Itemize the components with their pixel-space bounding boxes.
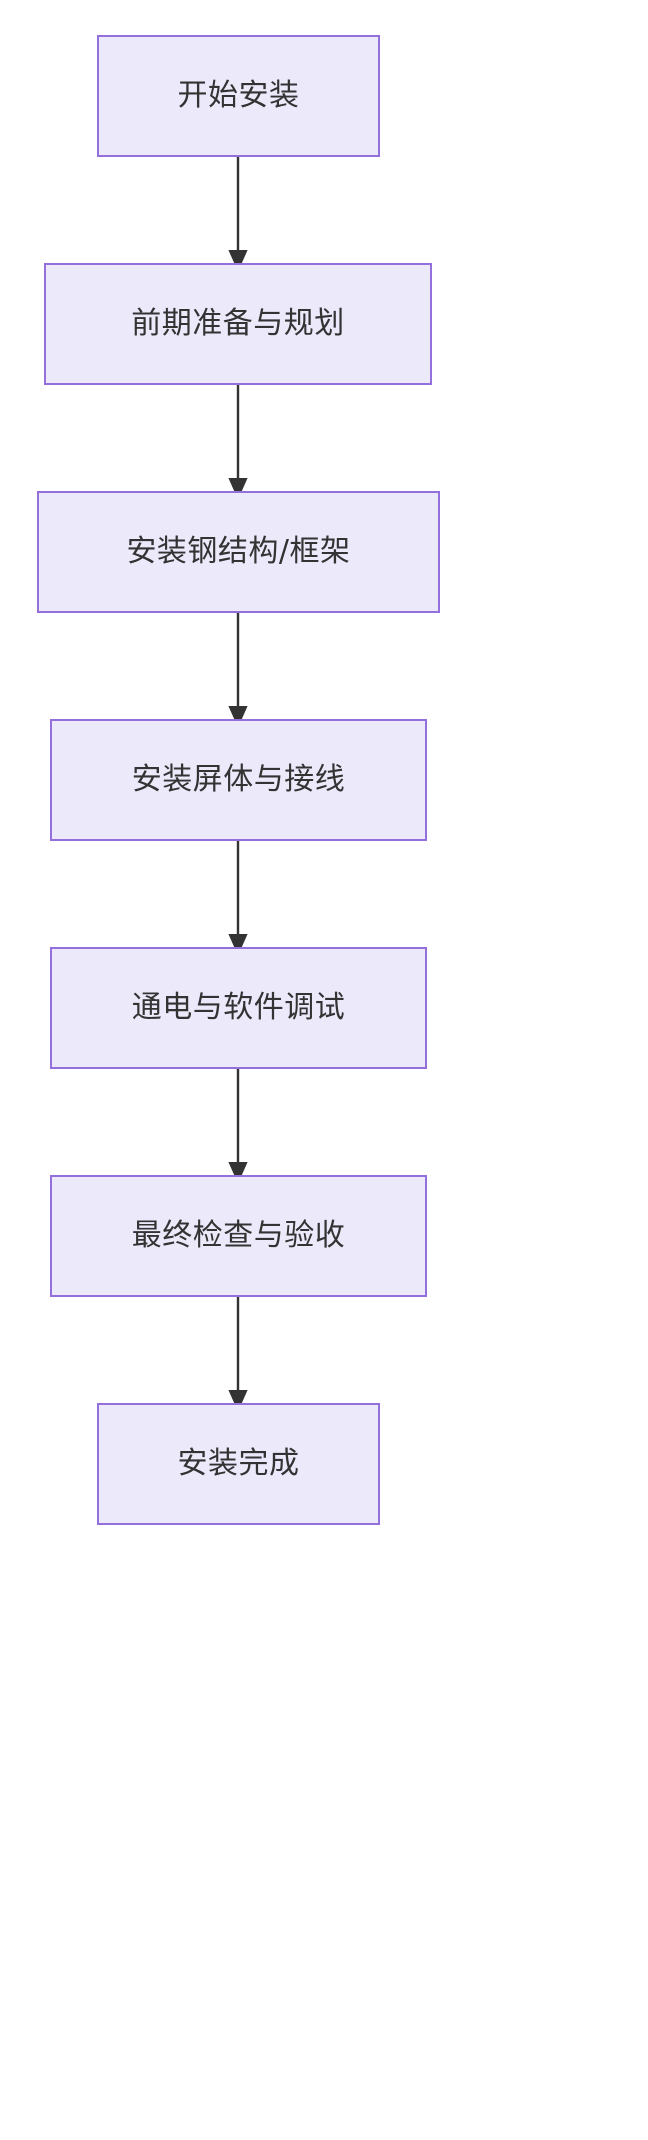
flow-node-check[interactable]: 最终检查与验收: [50, 1175, 427, 1297]
flow-node-label: 安装钢结构/框架: [126, 534, 351, 569]
flow-node-power[interactable]: 通电与软件调试: [50, 947, 427, 1069]
flow-node-start[interactable]: 开始安装: [97, 35, 380, 157]
flow-node-label: 安装完成: [177, 1446, 300, 1481]
flow-node-label: 开始安装: [177, 78, 300, 113]
flow-node-label: 最终检查与验收: [131, 1218, 346, 1253]
flow-node-steel[interactable]: 安装钢结构/框架: [37, 491, 440, 613]
flow-node-prep[interactable]: 前期准备与规划: [44, 263, 432, 385]
flow-node-panel[interactable]: 安装屏体与接线: [50, 719, 427, 841]
flow-node-label: 前期准备与规划: [131, 306, 345, 341]
flow-node-done[interactable]: 安装完成: [97, 1403, 380, 1525]
flow-node-label: 安装屏体与接线: [131, 762, 346, 797]
flow-node-label: 通电与软件调试: [131, 990, 346, 1025]
